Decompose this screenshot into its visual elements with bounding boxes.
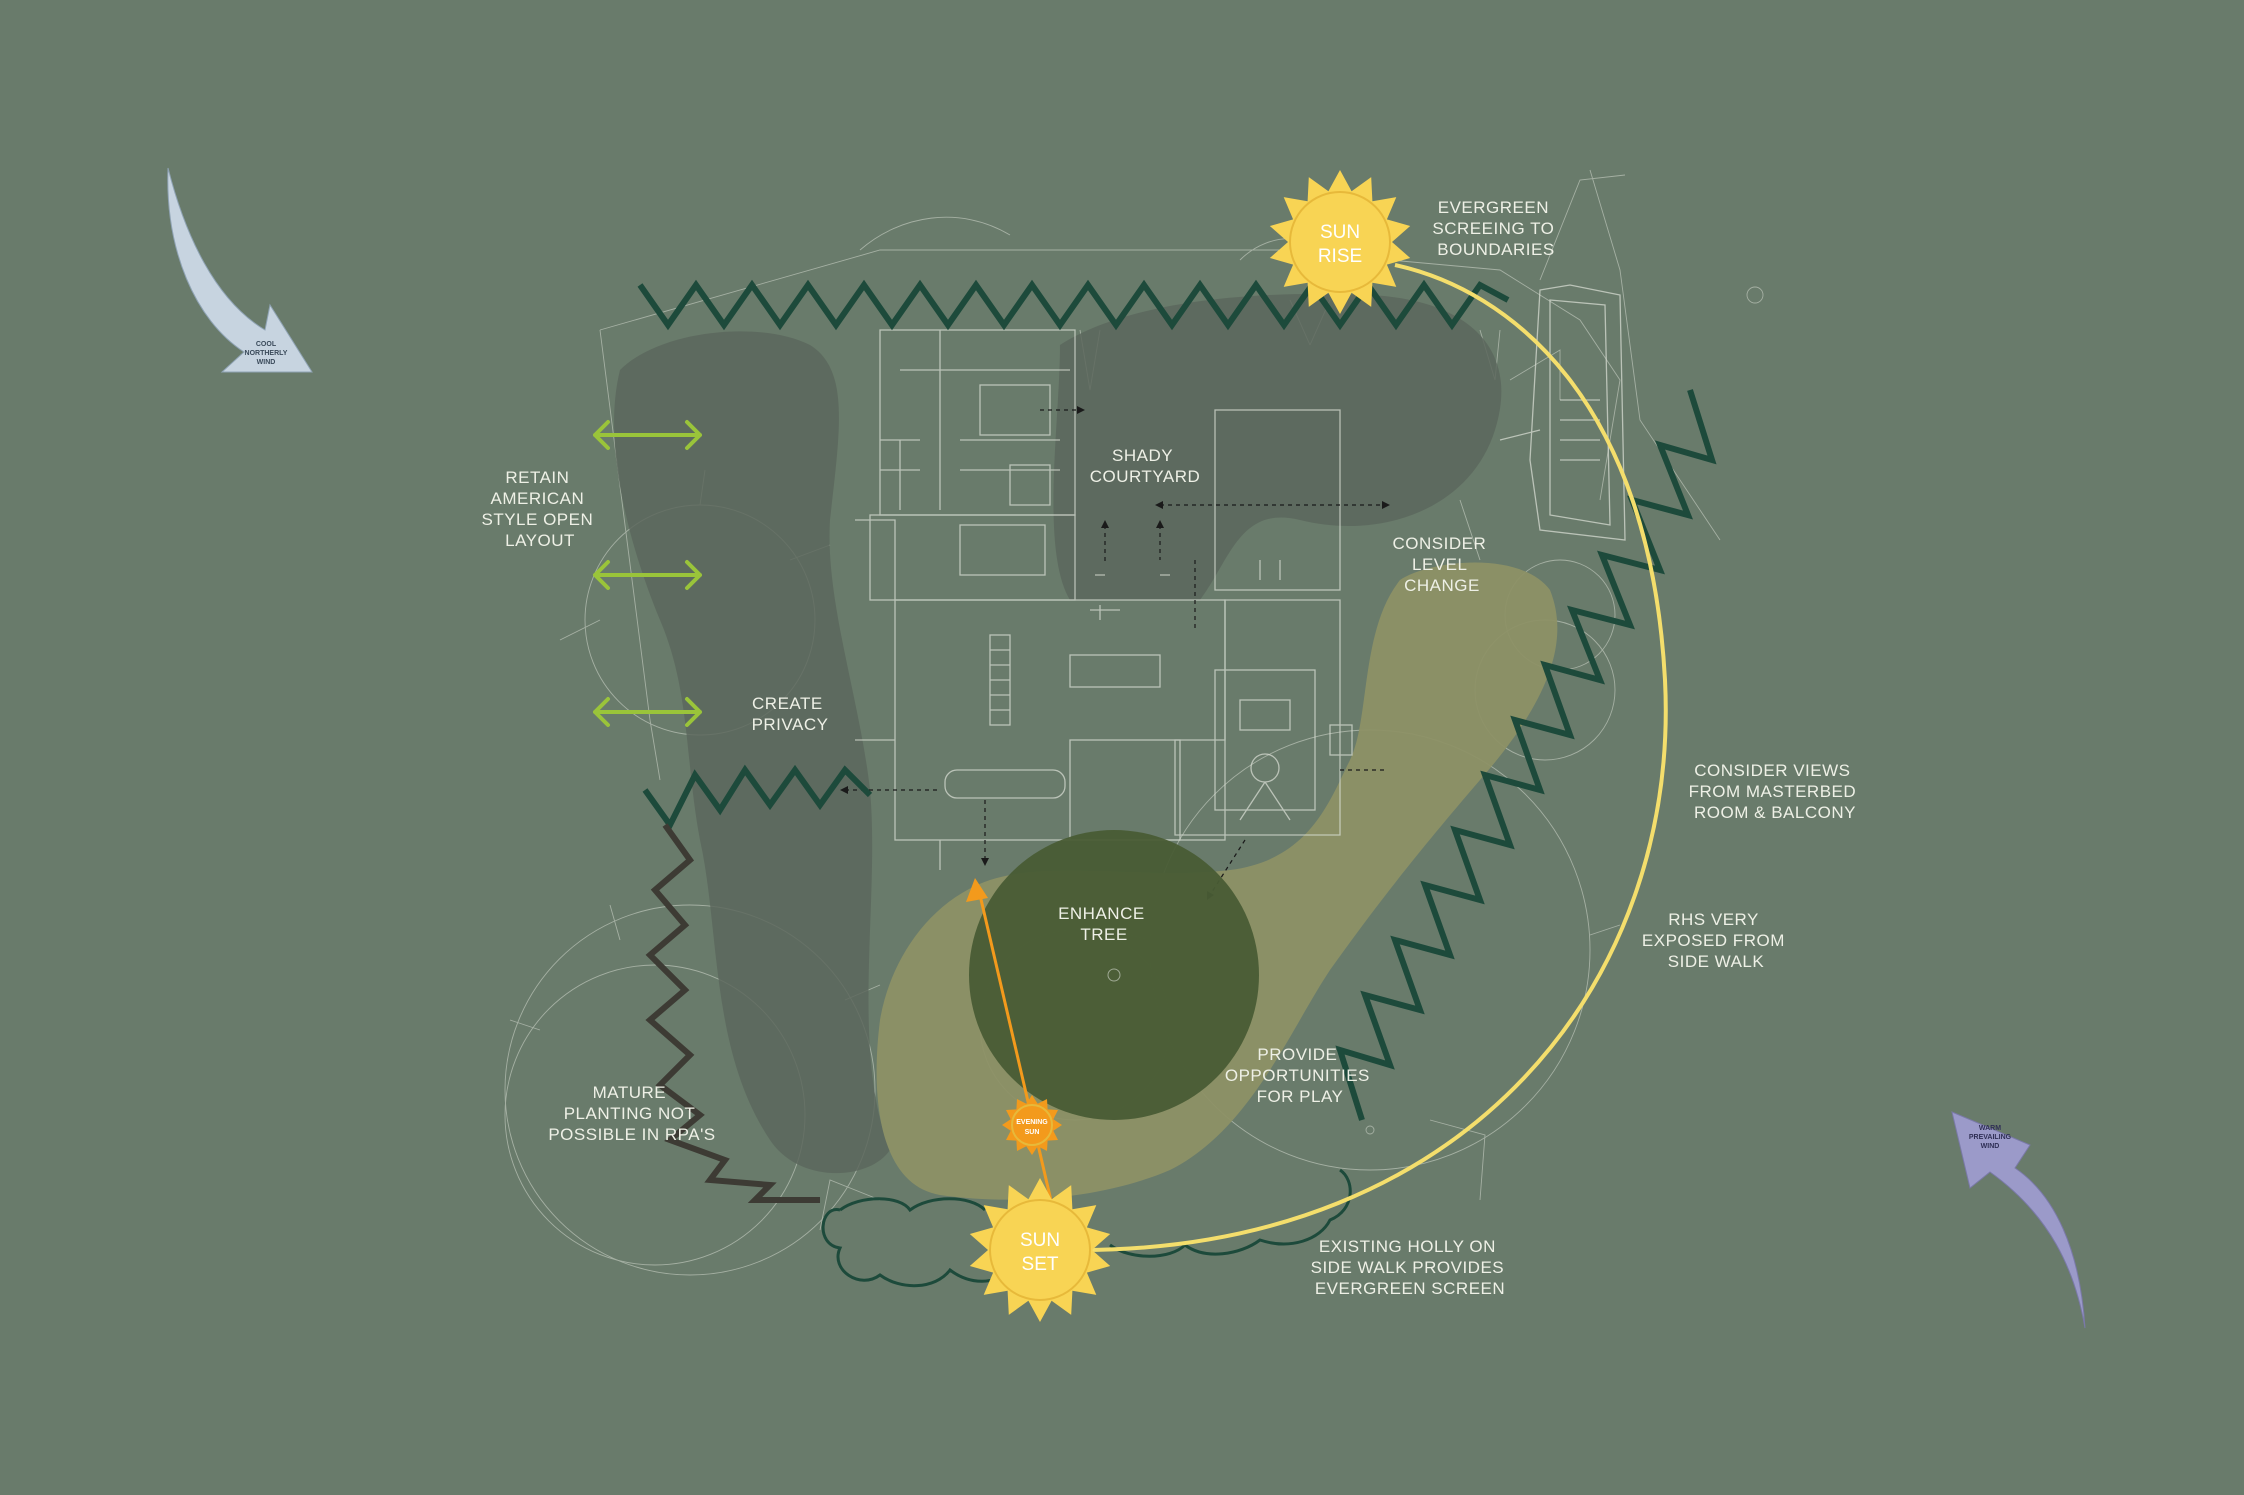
house-floor-plan — [855, 329, 1353, 870]
label-consider-views: CONSIDER VIEWS FROM MASTERBED ROOM & BAL… — [1689, 761, 1862, 822]
evening-sun-label-line1: EVENING — [1016, 1119, 1048, 1126]
evening-sun-arrowhead — [966, 878, 988, 902]
label-existing-holly: EXISTING HOLLY ON SIDE WALK PROVIDES EVE… — [1311, 1237, 1510, 1298]
interaction-arrows — [845, 409, 1385, 896]
warm-wind-curved-arrow-icon: WARM PREVAILING WIND — [1951, 1111, 2086, 1329]
cool-wind-label-line1: COOL — [256, 341, 277, 348]
sunrise-sun-icon — [1269, 170, 1411, 314]
evergreen-hedge-west — [642, 764, 873, 831]
cool-wind-label-line3: WIND — [257, 359, 276, 366]
sunrise-label-line2: RISE — [1318, 246, 1362, 267]
cool-wind-label-line2: NORTHERLY — [245, 350, 288, 357]
sunrise-core — [1289, 191, 1391, 293]
label-provide-play: PROVIDE OPPORTUNITIES FOR PLAY — [1225, 1045, 1375, 1106]
label-retain-layout: RETAIN AMERICAN STYLE OPEN LAYOUT — [482, 468, 599, 550]
sunset-label-line1: SUN — [1020, 1230, 1060, 1251]
sunset-label-line2: SET — [1022, 1254, 1059, 1275]
evening-sun-icon — [1002, 1095, 1062, 1155]
holly-hedge — [821, 1168, 1352, 1288]
sunset-core — [989, 1199, 1091, 1301]
sunrise-label-line1: SUN — [1320, 222, 1360, 243]
shade-zone-courtyard — [1053, 293, 1502, 600]
cool-wind-curved-arrow-icon: COOL NORTHERLY WIND — [167, 167, 313, 373]
warm-wind-label-line2: PREVAILING — [1969, 1134, 2012, 1141]
label-mature-planting: MATURE PLANTING NOT POSSIBLE IN RPA'S — [548, 1083, 715, 1144]
shade-zone-west — [614, 331, 890, 1174]
boundary-hedge-west — [645, 823, 820, 1203]
label-shady-courtyard: SHADY COURTYARD — [1090, 446, 1201, 486]
privacy-double-arrows — [593, 420, 702, 727]
sunset-sun-icon — [969, 1178, 1111, 1322]
label-create-privacy: CREATE PRIVACY — [752, 694, 829, 734]
label-enhance-tree: ENHANCE TREE — [1058, 904, 1150, 944]
evening-sun-path — [978, 894, 1054, 1206]
sun-path-arc — [1079, 263, 1668, 1252]
warm-wind-label-line3: WIND — [1981, 1143, 2000, 1150]
enhance-tree-canopy — [969, 830, 1259, 1120]
evening-core — [1011, 1104, 1053, 1146]
evening-sun-label-line2: SUN — [1025, 1129, 1040, 1136]
label-evergreen-screening: EVERGREEN SCREEING TO BOUNDARIES — [1432, 198, 1559, 259]
label-consider-level: CONSIDER LEVEL CHANGE — [1393, 534, 1492, 595]
label-rhs-exposed: RHS VERY EXPOSED FROM SIDE WALK — [1642, 910, 1790, 971]
tree-trunk — [1107, 968, 1121, 982]
warm-wind-label-line1: WARM — [1979, 1125, 2001, 1132]
annex-building — [1499, 284, 1626, 541]
